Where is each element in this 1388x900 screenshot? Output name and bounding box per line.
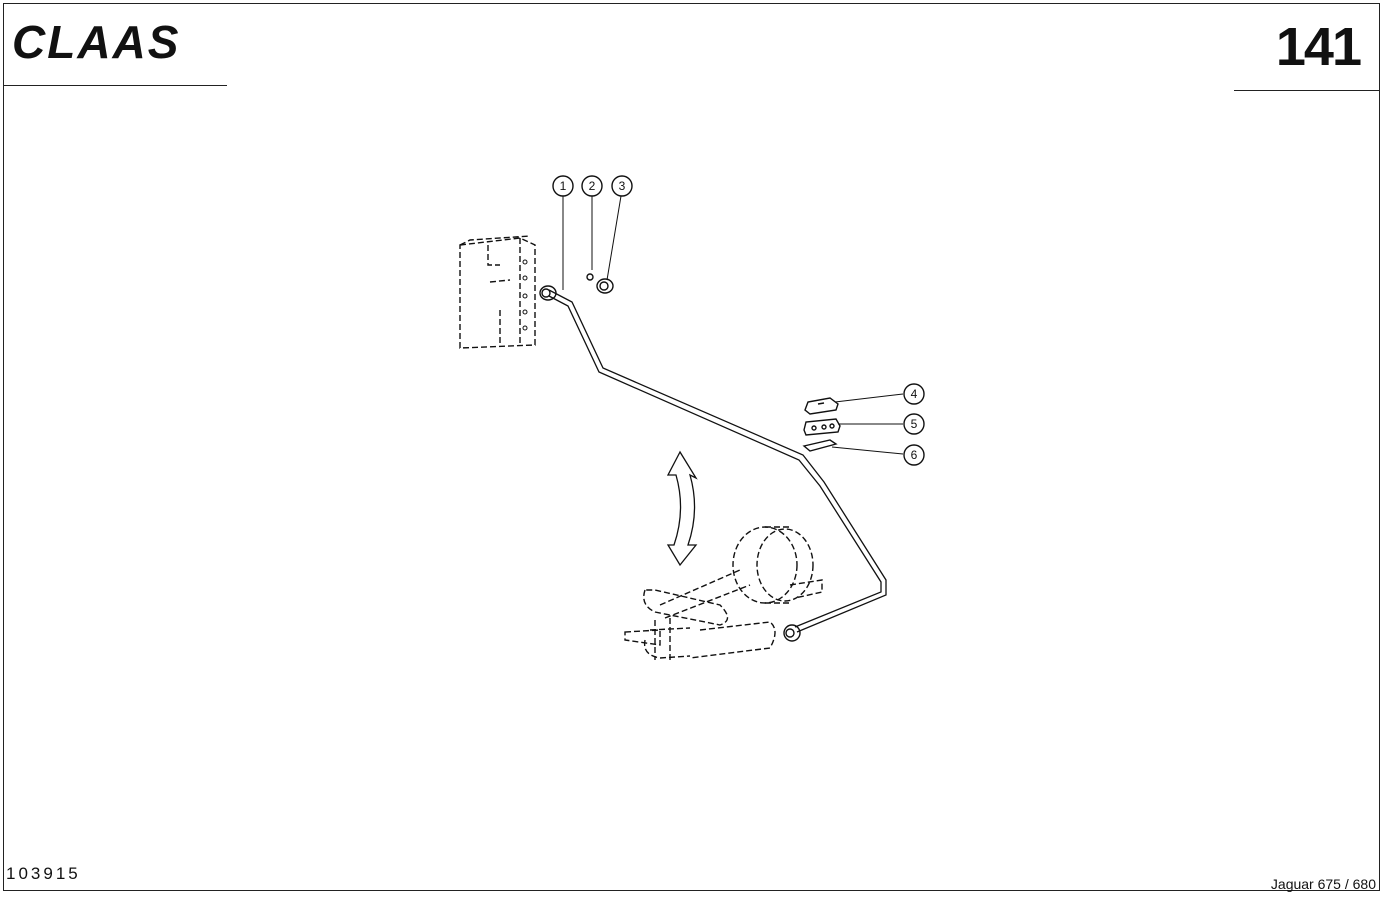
page-number-rule [1234,90,1380,91]
model-label: Jaguar 675 / 680 [1270,876,1376,892]
callout-6-label: 6 [911,448,918,462]
seal-ring-part [586,273,594,281]
brand-text: CLAAS [12,18,180,66]
pipe-fitting-top [539,285,557,301]
callout-4-label: 4 [911,387,918,401]
callout-leaders [562,195,904,455]
clamp-plate-part [802,439,838,452]
callout-2-label: 2 [589,179,596,193]
valve-block [459,235,536,349]
callout-6: 6 [903,444,925,466]
callout-3-label: 3 [619,179,626,193]
double-arrow-icon [666,450,698,567]
clamp-half-part [803,418,841,436]
document-number: 103915 [6,864,81,883]
callout-2: 2 [581,175,603,197]
callout-5: 5 [903,413,925,435]
clamp-cover-part [804,397,839,415]
valve-ports [522,259,528,331]
lift-cylinder-linkage [624,526,823,660]
callout-3: 3 [611,175,633,197]
nut-part [596,278,614,294]
pipe-fitting-bottom [783,624,801,642]
claas-logo: CLAAS [12,18,180,66]
callout-1-label: 1 [560,179,567,193]
callout-1: 1 [552,175,574,197]
callout-5-label: 5 [911,417,918,431]
logo-rule [3,85,227,86]
page-number: 141 [1275,17,1362,77]
page-frame [3,3,1380,891]
hydraulic-pipe [548,289,887,633]
callout-4: 4 [903,383,925,405]
